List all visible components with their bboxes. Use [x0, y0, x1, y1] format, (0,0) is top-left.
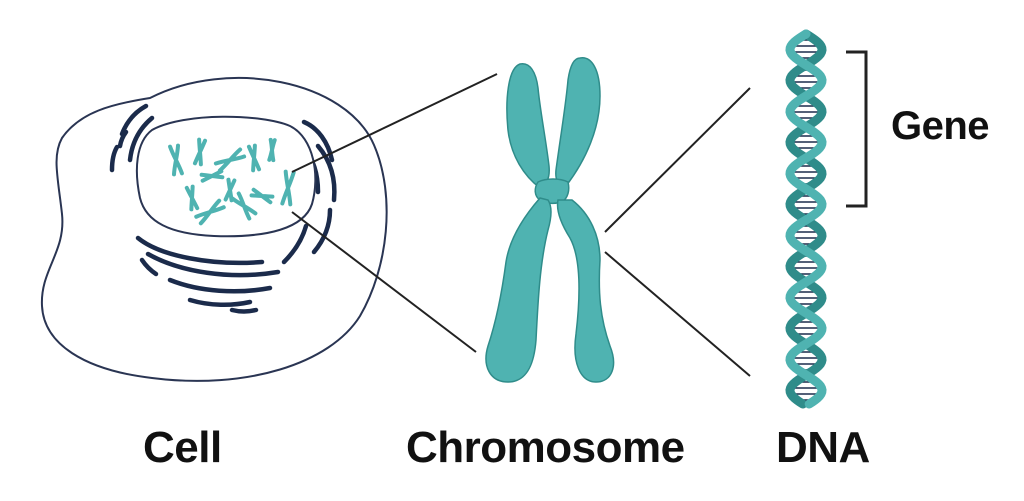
zoom-line-cell-bottom: [291, 211, 477, 353]
dna-strand-front: [785, 29, 827, 409]
cell-label: Cell: [143, 423, 222, 472]
mini-chromosome: [168, 143, 184, 177]
chromosome-label: Chromosome: [406, 423, 685, 472]
mini-chromosome: [199, 169, 225, 183]
cell-illustration: [40, 76, 388, 382]
zoom-line-cell-top: [291, 73, 498, 173]
chromatid-upper-left: [506, 63, 550, 189]
gene-label: Gene: [891, 104, 990, 148]
dna-helix: [785, 29, 827, 409]
mini-chromosome: [213, 147, 247, 173]
nucleus: [135, 115, 317, 238]
mini-chromosome: [280, 169, 296, 207]
zoom-lines: [291, 73, 751, 377]
mini-chromosome: [184, 184, 200, 212]
mini-chromosome: [246, 143, 262, 173]
nucleus-chromosomes: [168, 137, 296, 226]
gene-bracket: [846, 50, 868, 208]
chromatid-upper-right: [555, 57, 601, 187]
mini-chromosome: [192, 137, 208, 167]
zoom-line-chromosome-bottom: [604, 251, 751, 377]
mini-chromosome: [267, 137, 277, 163]
mini-chromosome: [194, 198, 226, 226]
chromatid-lower-right: [556, 199, 615, 383]
mini-chromosome: [249, 187, 275, 205]
dna-label: DNA: [776, 423, 870, 472]
mini-chromosome: [230, 191, 258, 221]
chromosome-illustration: [485, 57, 615, 383]
chromatid-lower-left: [485, 197, 552, 383]
zoom-line-chromosome-top: [604, 87, 751, 233]
